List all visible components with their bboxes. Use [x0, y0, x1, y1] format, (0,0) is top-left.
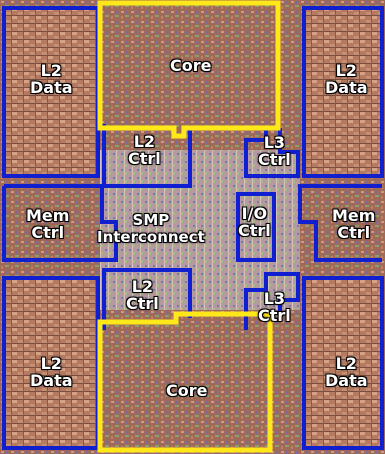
l2-ctrl-bottom-outline: [102, 268, 192, 330]
l2-data-top-right-line-2: Data: [325, 78, 368, 97]
l3-ctrl-top-line-2: Ctrl: [258, 150, 291, 169]
l3-ctrl-top-label: L3 Ctrl: [258, 134, 291, 168]
mem-ctrl-left-line-2: Ctrl: [31, 223, 65, 242]
l3-ctrl-bottom-label: L3 Ctrl: [258, 290, 291, 324]
l3-ctrl-bottom-outline: [244, 272, 300, 330]
l2-data-bottom-right-label: L2 Data: [325, 355, 368, 389]
mem-ctrl-right-label: Mem Ctrl: [332, 207, 375, 241]
l2-ctrl-bottom-line-2: Ctrl: [126, 294, 159, 313]
mem-ctrl-left-line-1: Mem: [26, 206, 70, 225]
l2-data-top-left-line-1: L2: [40, 61, 62, 80]
l2-ctrl-top-line-1: L2: [133, 132, 156, 151]
l2-data-top-left-line-2: Data: [30, 78, 73, 97]
l2-data-bottom-right-line-1: L2: [335, 354, 357, 373]
mem-ctrl-right-line-2: Ctrl: [337, 223, 371, 242]
l2-data-bottom-left-block: [4, 278, 98, 448]
l2-data-br-outline: [302, 276, 384, 450]
smp-interconnect-line-1: SMP: [132, 211, 170, 229]
l2-data-bottom-right-line-2: Data: [325, 371, 368, 390]
l2-ctrl-bottom-line-1: L2: [131, 277, 154, 296]
l2-data-bottom-left-label: L2 Data: [30, 355, 73, 389]
l2-data-tr-outline: [302, 6, 384, 178]
smp-interconnect-label: SMP Interconnect: [97, 212, 205, 246]
l2-ctrl-top-outline: [102, 124, 192, 188]
l2-data-bottom-left-line-2: Data: [30, 371, 73, 390]
io-ctrl-line-1: I/O: [241, 204, 268, 223]
l3-ctrl-top-line-1: L3: [263, 133, 286, 152]
core-bottom-outline: [97, 311, 273, 453]
core-top-outline: [97, 0, 281, 139]
l2-data-bottom-right-block: [304, 278, 382, 448]
mem-ctrl-right-outline: [298, 184, 382, 262]
l3-ctrl-top-outline: [244, 128, 300, 178]
core-bottom-label: Core: [166, 381, 208, 400]
l2-data-bottom-left-line-1: L2: [40, 354, 62, 373]
l2-ctrl-top-label: L2 Ctrl: [128, 133, 161, 167]
l2-data-top-right-label: L2 Data: [325, 62, 368, 96]
l2-data-top-left-label: L2 Data: [30, 62, 73, 96]
l3-ctrl-bottom-line-1: L3: [263, 289, 286, 308]
l2-ctrl-top-line-2: Ctrl: [128, 149, 161, 168]
l2-data-top-right-line-1: L2: [335, 61, 357, 80]
l3-ctrl-bottom-line-2: Ctrl: [258, 306, 291, 325]
l2-data-top-left-block: [4, 8, 98, 176]
core-top-label: Core: [170, 56, 212, 75]
mem-ctrl-left-label: Mem Ctrl: [26, 207, 69, 241]
core-outlines: [97, 0, 281, 453]
l2-ctrl-bottom-label: L2 Ctrl: [126, 278, 159, 312]
io-ctrl-label: I/O Ctrl: [238, 205, 271, 239]
l2-data-top-right-block: [304, 8, 382, 176]
mem-ctrl-right-line-1: Mem: [332, 206, 376, 225]
io-ctrl-outline: [236, 192, 276, 262]
block-outlines: [2, 6, 384, 450]
io-ctrl-line-2: Ctrl: [238, 221, 271, 240]
mem-ctrl-left-outline: [2, 184, 118, 262]
smp-interconnect-line-2: Interconnect: [97, 228, 205, 246]
